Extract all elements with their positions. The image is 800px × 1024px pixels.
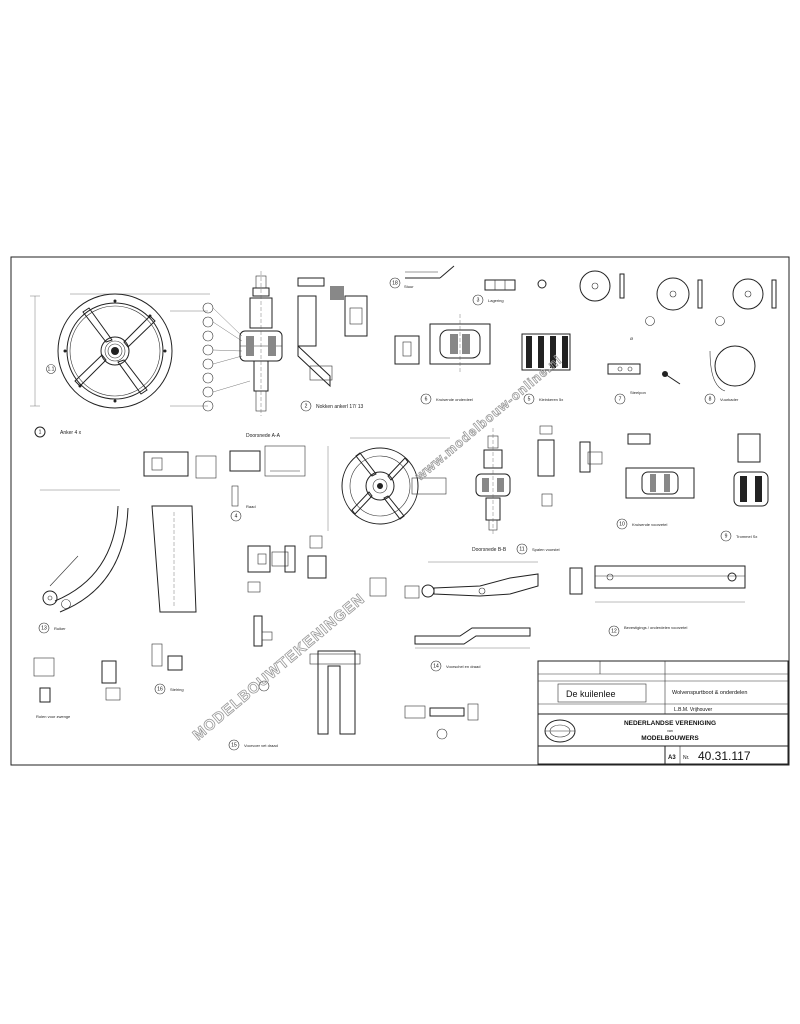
- part-12-drawing: 12 Bevestigings / onderdelen voorzetel: [569, 565, 746, 637]
- part-number: 10: [619, 521, 625, 527]
- part-13-drawing: 13 Ruiker: [38, 451, 217, 634]
- part-label: Nokken ankerl 17/ 13: [316, 404, 363, 410]
- section-a-drawing: Doorsnede A-A: [239, 271, 283, 439]
- section-b-title: Doorsnede B-B: [472, 547, 507, 553]
- svg-text:Ø: Ø: [630, 336, 633, 341]
- part-5-drawing: 5 Kleinkeren 5x: [521, 333, 571, 405]
- anchor-wheel-drawing: 1.1 1 Anker 4 x: [30, 293, 210, 438]
- part-2-drawing: 2 Nokken ankerl 17/ 13: [297, 277, 368, 412]
- part-number: 11: [519, 546, 524, 552]
- part-label: Anker 4 x: [60, 430, 82, 436]
- part-number: 3: [477, 297, 480, 303]
- part-label: Rolen voor zwenge: [36, 714, 71, 719]
- part-16b-drawing: 16 Stelring: [151, 643, 184, 695]
- part-11-drawing: 11 Spalen voorstel: [516, 425, 603, 555]
- part-number: 7: [619, 396, 622, 402]
- watermark-text-2: www.modelbouw-online.nl: [412, 352, 565, 484]
- part-number: 16: [157, 686, 163, 692]
- part-label: Spalen voorstel: [532, 547, 560, 552]
- model-name: De kuilenlee: [566, 689, 616, 699]
- part-8-drawing: 8 Vuurkader: [704, 345, 756, 405]
- part-label: Vuurkader: [720, 397, 739, 402]
- part-label: Stelring: [170, 687, 184, 692]
- svg-text:1.1: 1.1: [48, 366, 55, 372]
- part-label: Ruiker: [54, 626, 66, 631]
- part-16-drawing: [247, 535, 327, 593]
- drawing-description: Wolvenspurtboot & onderdelen: [672, 690, 747, 696]
- drawn-by: L.B.M. Vrijhouver: [674, 707, 712, 713]
- part-number: 2: [305, 403, 308, 409]
- association-name-line2: MODELBOUWERS: [641, 735, 699, 742]
- part-3-drawing: 3 Lagering: [472, 279, 547, 306]
- part-label: Voorschel en draad: [446, 664, 480, 669]
- part-number: 8: [709, 396, 712, 402]
- part-9-drawing: 9 Trommel Sx: [720, 433, 769, 542]
- drawing-number: 40.31.117: [698, 749, 751, 763]
- part-number: 9: [725, 533, 728, 539]
- part-10-drawing: 10 Kruisende voorzetel: [616, 433, 695, 530]
- part-label: Steelpon: [630, 390, 646, 395]
- section-b-drawing: Doorsnede B-B: [327, 428, 511, 553]
- part-label: Raad: [246, 504, 256, 509]
- title-block: De kuilenlee Wolvenspurtboot & onderdele…: [537, 660, 789, 765]
- part-label: Kleinkeren 5x: [539, 397, 563, 402]
- part-number: 18: [392, 280, 398, 286]
- part-number: 14: [433, 663, 439, 669]
- part-label: Bevestigings / onderdelen voorzetel: [624, 625, 687, 630]
- part-label: Voorvoer vet draad: [244, 743, 278, 748]
- part-18-drawing: 18 Stuur: [389, 265, 455, 289]
- part-15b-drawing: 15 Voorvoer vet draad: [228, 615, 361, 751]
- part-label: Trommel Sx: [736, 534, 757, 539]
- part-4-drawing: 4 Raad: [229, 445, 306, 522]
- section-a-title: Doorsnede A-A: [246, 433, 281, 439]
- part-number: 5: [528, 396, 531, 402]
- part-number: 6: [425, 396, 428, 402]
- part-number: 13: [41, 625, 47, 631]
- association-name-line1: NEDERLANDSE VERENIGING: [624, 720, 716, 727]
- nvm-logo: [544, 719, 576, 743]
- callout-bubble: [46, 364, 56, 374]
- part-6-drawing: 6 Kruisende onderdeel: [394, 314, 491, 405]
- watermark-text: MODELBOUWTEKENINGEN: [190, 590, 369, 744]
- washers-drawing: Ø: [579, 270, 777, 341]
- part-label: Kruisende onderdeel: [436, 397, 473, 402]
- part-number: 1: [39, 429, 42, 435]
- part-15-drawing: [369, 561, 539, 599]
- sheet-size: A3: [668, 755, 676, 761]
- part-label: Kruisende voorzetel: [632, 522, 667, 527]
- leader-callouts: [170, 302, 251, 412]
- part-number: 12: [611, 628, 617, 634]
- sheet-border: [10, 256, 790, 766]
- callout-bubble: [34, 426, 46, 438]
- association-connector: van: [667, 729, 673, 733]
- number-label: Nr.: [683, 755, 689, 761]
- part-14-drawing: 14 Voorschel en draad: [414, 627, 531, 672]
- part-number: 4: [235, 513, 238, 519]
- part-7-drawing: 7 Steelpon: [607, 363, 681, 405]
- part-17-drawing: Rolen voor zwenge: [33, 657, 121, 719]
- part-number: 15: [231, 742, 237, 748]
- part-14b-drawing: [404, 703, 479, 740]
- part-label: Lagering: [488, 298, 504, 303]
- part-label: Stuur: [404, 284, 414, 289]
- technical-drawing-sheet: 1.1 1 Anker 4 x Doorsnede A-A: [10, 256, 790, 766]
